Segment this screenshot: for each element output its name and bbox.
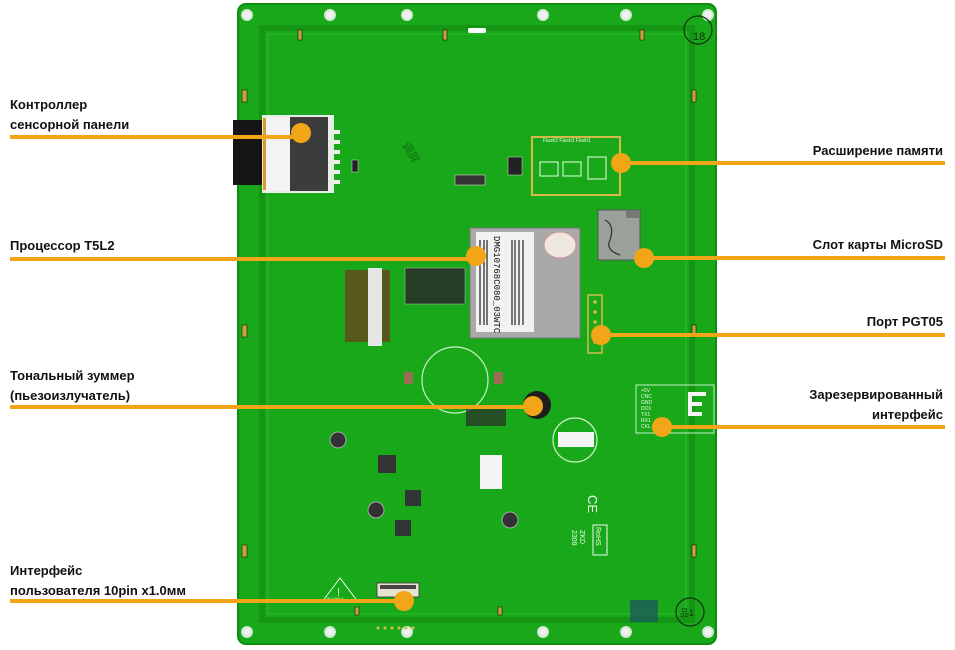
callout-dot-reserved-interface xyxy=(652,417,672,437)
label-line: Зарезервированный xyxy=(809,387,943,402)
svg-text:DO1: DO1 xyxy=(641,406,652,412)
svg-text:+5V: +5V xyxy=(641,388,651,394)
label-line: Порт PGT05 xyxy=(866,314,943,329)
callout-lines xyxy=(10,123,945,611)
callout-dot-memory-expansion xyxy=(611,153,631,173)
svg-text:GND: GND xyxy=(641,400,653,406)
svg-text:5V ONLY: 5V ONLY xyxy=(327,596,344,601)
logo-mark xyxy=(630,600,658,622)
label-line: Тональный зуммер xyxy=(10,368,135,383)
processor-module: DMG10768C080_03WTC xyxy=(345,227,581,346)
power-components xyxy=(329,431,519,536)
svg-text:RX1: RX1 xyxy=(641,418,651,424)
label-line: Интерфейс xyxy=(10,563,83,578)
svg-text:18: 18 xyxy=(693,31,705,43)
label-microsd-slot: Слот карты MicroSD xyxy=(813,235,943,255)
label-line: Процессор T5L2 xyxy=(10,238,115,253)
callout-dot-buzzer xyxy=(523,396,543,416)
callout-dot-microsd-slot xyxy=(634,248,654,268)
callout-dot-touch-controller xyxy=(291,123,311,143)
label-touch-controller: Контроллер сенсорной панели xyxy=(10,95,129,135)
svg-text:!: ! xyxy=(337,587,340,599)
label-memory-expansion: Расширение памяти xyxy=(813,141,943,161)
label-pgt05-port: Порт PGT05 xyxy=(867,312,943,332)
callout-dot-processor xyxy=(466,246,486,266)
label-reserved-interface: Зарезервированный интерфейс xyxy=(809,385,943,425)
callout-dot-pgt05-port xyxy=(591,325,611,345)
svg-text:CNC: CNC xyxy=(641,394,652,400)
svg-text:RoHS: RoHS xyxy=(594,527,601,546)
reserved-interface-area: +5V CNC GND DO1 TX1 RX1 CKL xyxy=(635,384,715,434)
svg-text:CKL: CKL xyxy=(641,424,651,430)
label-line: Расширение памяти xyxy=(812,143,943,158)
svg-text:品1: 品1 xyxy=(680,608,694,618)
label-line: сенсорной панели xyxy=(10,117,130,132)
label-line: Контроллер xyxy=(10,97,88,112)
certification-marks: CE RoHS ZKD 2309 xyxy=(570,495,608,556)
label-buzzer: Тональный зуммер (пьезоизлучатель) xyxy=(10,366,135,406)
label-line: Слот карты MicroSD xyxy=(812,237,943,252)
label-line: интерфейс xyxy=(871,407,943,422)
svg-text:TX1: TX1 xyxy=(641,412,650,418)
svg-text:Flash2 Flash3 Flash1: Flash2 Flash3 Flash1 xyxy=(543,138,591,144)
microsd-slot xyxy=(597,209,641,261)
svg-text:2309: 2309 xyxy=(570,530,577,546)
label-line: (пьезоизлучатель) xyxy=(10,388,131,403)
label-user-interface: Интерфейс пользователя 10pin x1.0мм xyxy=(10,561,186,601)
svg-text:DMG10768C080_03WTC: DMG10768C080_03WTC xyxy=(491,236,501,334)
label-line: пользователя 10pin x1.0мм xyxy=(10,583,187,598)
qc-stamp-top: 18 xyxy=(683,15,713,45)
qc-stamp-bottom: 品1 xyxy=(675,597,705,627)
label-processor: Процессор T5L2 xyxy=(10,236,115,256)
callout-dot-user-interface xyxy=(394,591,414,611)
svg-text:ZKD: ZKD xyxy=(578,530,585,544)
svg-text:CE: CE xyxy=(585,495,600,513)
